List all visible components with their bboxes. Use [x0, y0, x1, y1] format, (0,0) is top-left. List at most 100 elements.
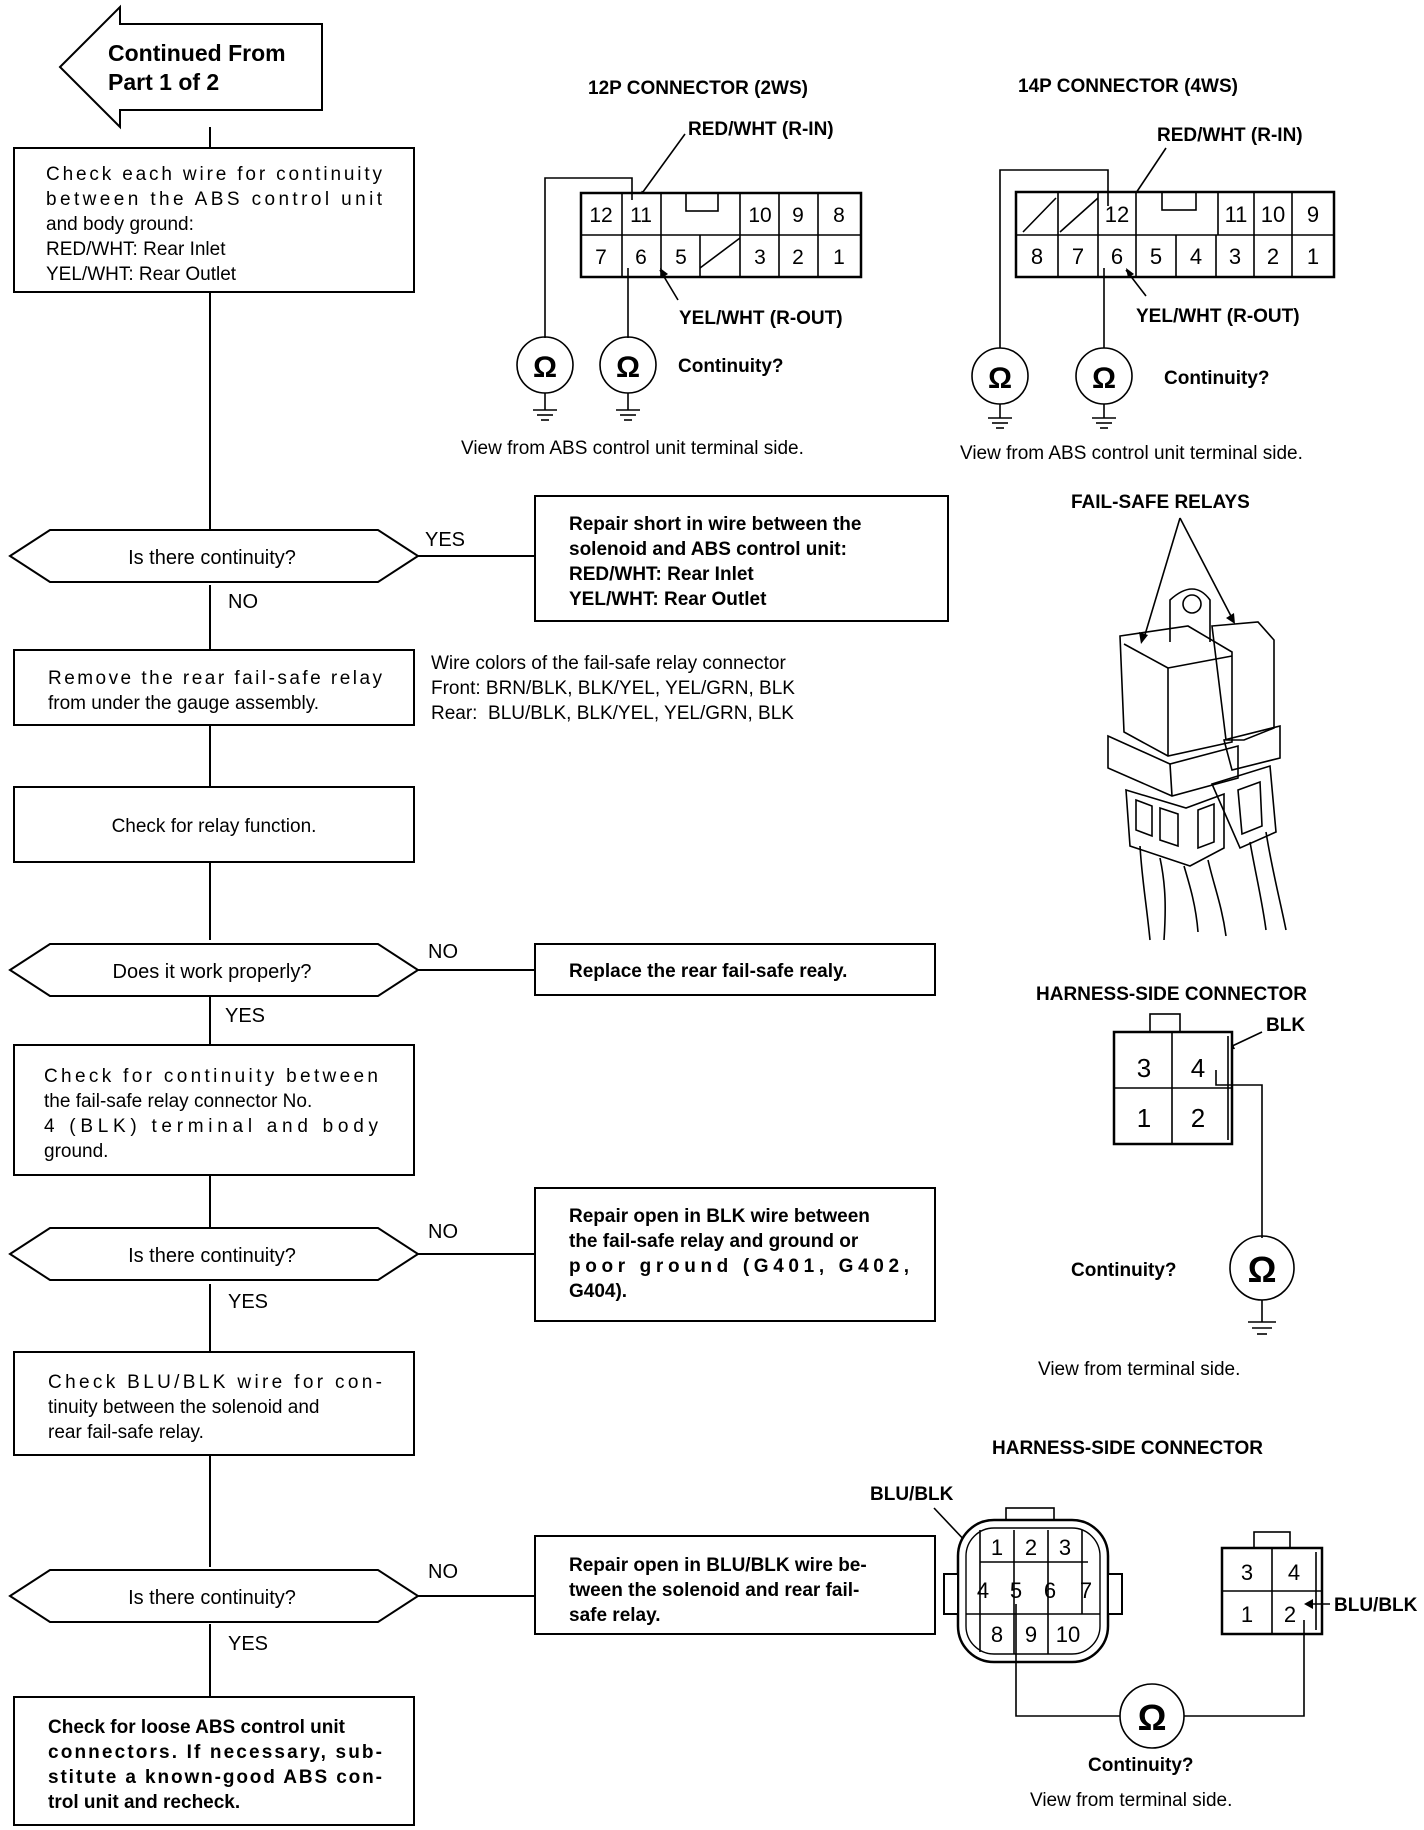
step5-line3: rear fail-safe relay. [48, 1422, 204, 1443]
step4-line4: ground. [44, 1141, 108, 1162]
step1-line3: and body ground: [46, 214, 194, 235]
harness2-pin-1: 1 [991, 1535, 1003, 1560]
harness1-pin-1: 1 [1137, 1103, 1151, 1133]
conn12-yel-wht-label: YEL/WHT (R-OUT) [679, 308, 843, 329]
decision-is-there-continuity-3: Is there continuity? NO YES [8, 1561, 458, 1655]
conn12-pin-11: 11 [630, 204, 652, 227]
harness2-ohm-icon: Ω [1138, 1697, 1167, 1738]
conn12-pin-10: 10 [748, 204, 771, 227]
wire-colors-line2: Front: BRN/BLK, BLK/YEL, YEL/GRN, BLK [431, 678, 795, 699]
result-repair-short: Repair short in wire between the solenoi… [534, 495, 949, 622]
decision1-text: Is there continuity? [128, 547, 296, 569]
decision3-no-label: NO [428, 1221, 458, 1243]
harness2-small-pin-3: 3 [1241, 1560, 1253, 1585]
conn14-title: 14P CONNECTOR (4WS) [1018, 76, 1238, 97]
step-check-blu-blk-wire: Check BLU/BLK wire for con- tinuity betw… [13, 1351, 415, 1456]
step-check-wire-continuity: Check each wire for continuity between t… [13, 147, 415, 293]
conn12-view-caption: View from ABS control unit terminal side… [461, 438, 804, 459]
step2-line2: from under the gauge assembly. [48, 693, 319, 714]
conn14-pin-1: 1 [1307, 244, 1319, 269]
connector-14p-diagram: 14P CONNECTOR (4WS) RED/WHT (R-IN) 1 2 11… [960, 76, 1336, 464]
conn12-pin-12: 12 [589, 204, 612, 227]
decision1-yes-label: YES [425, 529, 465, 551]
decision1-no-label: NO [228, 591, 258, 613]
harness1-pin-4: 4 [1191, 1053, 1205, 1083]
decision4-text: Is there continuity? [128, 1587, 296, 1609]
conn14-view-caption: View from ABS control unit terminal side… [960, 443, 1303, 464]
harness1-pin-2: 2 [1191, 1103, 1205, 1133]
flow-lines [209, 127, 535, 1697]
wire-colors-line1: Wire colors of the fail-safe relay conne… [431, 653, 786, 674]
harness2-pin-4: 4 [977, 1578, 989, 1603]
wire-colors-line3: Rear: BLU/BLK, BLK/YEL, YEL/GRN, BLK [431, 703, 794, 724]
harness2-pin-10: 10 [1056, 1622, 1080, 1647]
harness2-small-pin-2: 2 [1284, 1602, 1296, 1627]
continued-line1: Continued From [108, 40, 286, 66]
harness2-pin-9: 9 [1025, 1622, 1037, 1647]
step-check-relay-function: Check for relay function. [13, 786, 415, 863]
step6-line2: connectors. If necessary, sub- [48, 1742, 382, 1763]
decision2-text: Does it work properly? [113, 961, 312, 983]
conn14-pin-10: 10 [1261, 202, 1285, 227]
result1-line4: YEL/WHT: Rear Outlet [569, 589, 767, 610]
result-replace-relay: Replace the rear fail-safe realy. [534, 943, 936, 996]
conn12-pin-2: 2 [792, 246, 804, 269]
decision-works-properly: Does it work properly? NO YES [8, 941, 458, 1027]
conn14-pin-6: 6 [1111, 244, 1123, 269]
result4-line2: tween the solenoid and rear fail- [569, 1580, 859, 1601]
result2-text: Replace the rear fail-safe realy. [569, 961, 847, 982]
harness2-small-pin-4: 4 [1288, 1560, 1300, 1585]
conn14-pin-7: 7 [1072, 244, 1084, 269]
harness2-pin-6: 6 [1044, 1578, 1056, 1603]
decision4-yes-label: YES [228, 1633, 268, 1655]
conn12-pin-8: 8 [833, 204, 845, 227]
conn12-ground-icon-right [616, 393, 640, 421]
harness1-ohm-icon: Ω [1248, 1249, 1277, 1290]
conn14-red-wht-label: RED/WHT (R-IN) [1157, 125, 1303, 146]
harness2-small-pin-1: 1 [1241, 1602, 1253, 1627]
conn14-ohm-left-icon: Ω [988, 362, 1012, 395]
harness1-title: HARNESS-SIDE CONNECTOR [1036, 984, 1307, 1005]
conn12-ground-icon-left [533, 393, 557, 421]
step6-line1: Check for loose ABS control unit [48, 1717, 346, 1738]
result1-line2: solenoid and ABS control unit: [569, 539, 847, 560]
harness2-blu-blk-right-label: BLU/BLK [1334, 1595, 1418, 1616]
conn14-ground-icon-right [1092, 404, 1116, 429]
conn12-pin-7: 7 [595, 246, 607, 269]
conn14-pin-3: 3 [1229, 244, 1241, 269]
conn14-pin-8: 8 [1031, 244, 1043, 269]
harness2-pin-5: 5 [1010, 1578, 1022, 1603]
result-repair-open-blu-blk: Repair open in BLU/BLK wire be- tween th… [534, 1535, 936, 1635]
step6-line4: trol unit and recheck. [48, 1792, 240, 1813]
step-check-relay-connector-4: Check for continuity between the fail-sa… [13, 1044, 415, 1176]
conn12-pin-5: 5 [675, 246, 687, 269]
harness-connector-10pin-diagram: HARNESS-SIDE CONNECTOR BLU/BLK 1 2 3 4 5… [870, 1438, 1418, 1811]
harness1-view-caption: View from terminal side. [1038, 1359, 1240, 1380]
wire-colors-note: Wire colors of the fail-safe relay conne… [431, 653, 795, 724]
conn14-pin-5: 5 [1150, 244, 1162, 269]
result1-line1: Repair short in wire between the [569, 514, 861, 535]
conn14-pin-11: 11 [1225, 202, 1248, 227]
harness2-ohmmeter [1119, 1683, 1185, 1749]
conn14-pin-9: 9 [1307, 202, 1319, 227]
fail-safe-relays-illustration: FAIL-SAFE RELAYS [1071, 492, 1287, 941]
decision-is-there-continuity-1: Is there continuity? YES NO [8, 529, 465, 613]
conn12-ohm-left-icon: Ω [533, 351, 557, 384]
conn14-ohm-right-icon: Ω [1092, 362, 1116, 395]
conn12-pin-9: 9 [792, 204, 804, 227]
harness1-ground-icon [1248, 1300, 1276, 1335]
harness1-blk-label: BLK [1266, 1015, 1305, 1036]
result3-line4: G404). [569, 1281, 627, 1302]
harness2-pin-3: 3 [1059, 1535, 1071, 1560]
conn14-pin-2: 2 [1267, 244, 1279, 269]
harness2-pin-2: 2 [1025, 1535, 1037, 1560]
decision-is-there-continuity-2: Is there continuity? NO YES [8, 1221, 458, 1313]
step6-line3: stitute a known-good ABS con- [48, 1767, 382, 1788]
result1-line3: RED/WHT: Rear Inlet [569, 564, 754, 585]
harness2-blu-blk-left-label: BLU/BLK [870, 1484, 954, 1505]
conn14-yel-wht-label: YEL/WHT (R-OUT) [1136, 306, 1300, 327]
decision4-no-label: NO [428, 1561, 458, 1583]
harness1-continuity-label: Continuity? [1071, 1260, 1177, 1281]
conn12-red-wht-label: RED/WHT (R-IN) [688, 119, 834, 140]
